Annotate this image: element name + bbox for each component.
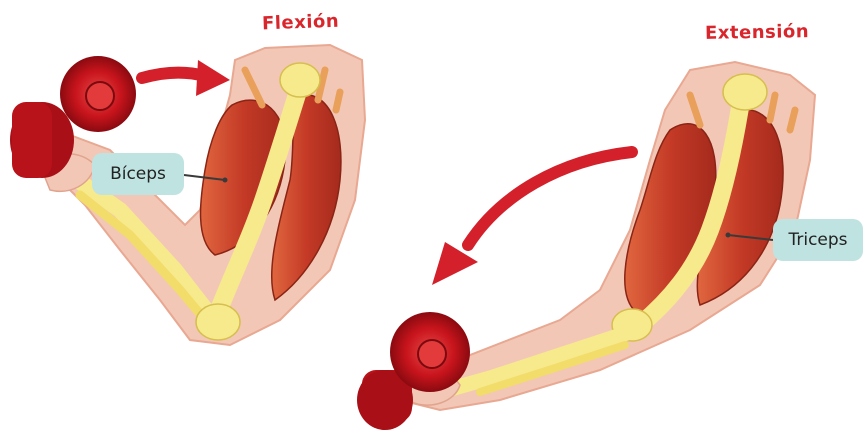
triceps-pointer-dot	[726, 233, 731, 238]
flexion-arrow-shaft	[142, 73, 205, 79]
dumbbell-icon	[357, 312, 470, 430]
biceps-label: Bíceps	[92, 153, 184, 195]
triceps-label-text: Triceps	[788, 230, 847, 250]
extension-humerus-head	[723, 74, 767, 110]
extension-arrow-shaft	[468, 152, 632, 245]
arrow-icon	[432, 152, 632, 285]
biceps-label-text: Bíceps	[110, 164, 166, 184]
triceps-label: Triceps	[773, 219, 863, 261]
biceps-pointer-dot	[223, 178, 228, 183]
dumbbell-left-plate-back-rim	[12, 102, 52, 178]
flexion-arrow-head	[196, 60, 230, 96]
flexion-elbow-joint	[196, 304, 240, 340]
extension-title: Extensión	[705, 21, 809, 44]
arrow-icon	[142, 60, 230, 96]
dumbbell-right-plate-hub	[418, 340, 446, 368]
flexion-title: Flexión	[262, 11, 340, 35]
dumbbell-left-plate-hub	[86, 82, 114, 110]
flexion-humerus-head	[280, 63, 320, 97]
